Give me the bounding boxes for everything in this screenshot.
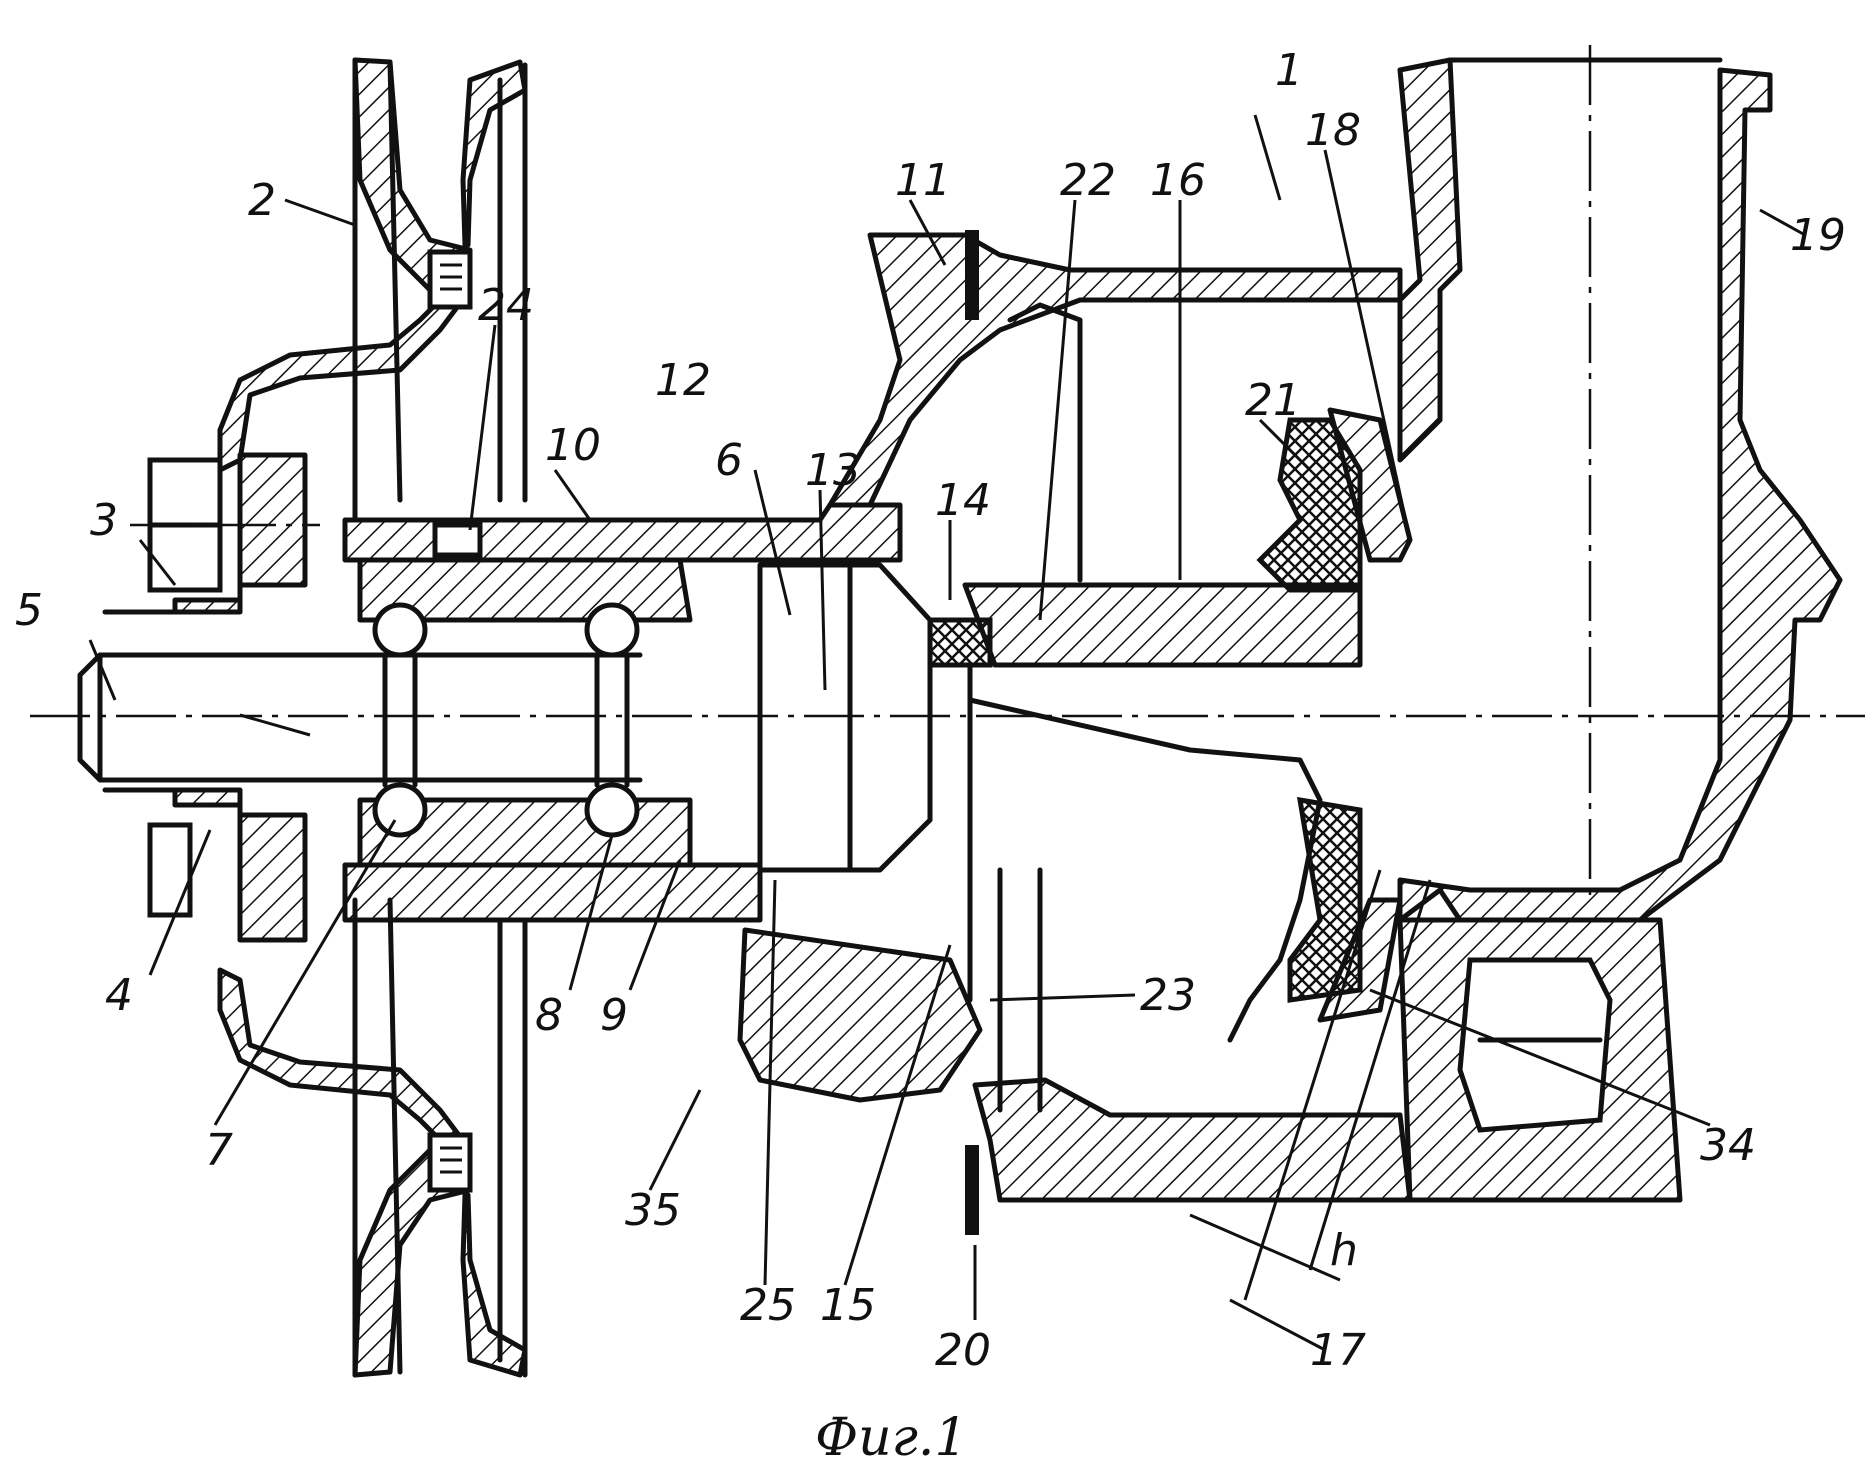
shaft [80, 655, 640, 780]
callout-11: 11 [895, 155, 951, 206]
callout-24: 24 [478, 280, 534, 331]
callout-19: 19 [1790, 210, 1846, 261]
callout-13: 13 [805, 445, 861, 496]
callout-1: 1 [1275, 45, 1303, 96]
callout-12: 12 [655, 355, 711, 406]
callout-8: 8 [535, 990, 563, 1041]
callout-18: 18 [1305, 105, 1361, 156]
callout-4: 4 [105, 970, 133, 1021]
callout-17: 17 [1310, 1325, 1366, 1376]
callout-23: 23 [1140, 970, 1196, 1021]
callout-2: 2 [248, 175, 276, 226]
callout-20: 20 [935, 1325, 991, 1376]
callout-7: 7 [205, 1125, 233, 1176]
callout-16: 16 [1150, 155, 1206, 206]
callout-6: 6 [715, 435, 743, 486]
callout-9: 9 [600, 990, 628, 1041]
callout-21: 21 [1245, 375, 1301, 426]
callout-3: 3 [90, 495, 118, 546]
callout-5: 5 [15, 585, 43, 636]
callout-34: 34 [1700, 1120, 1756, 1171]
callout-25: 25 [740, 1280, 796, 1331]
callout-22: 22 [1060, 155, 1116, 206]
bearing-housing [345, 505, 930, 920]
figure-caption: Фиг.1 [815, 1408, 968, 1468]
callout-h: h [1330, 1225, 1358, 1276]
pulley [220, 60, 525, 1375]
callout-15: 15 [820, 1280, 876, 1331]
callout-10: 10 [545, 420, 601, 471]
hub [105, 455, 320, 940]
callout-14: 14 [935, 475, 991, 526]
callout-35: 35 [625, 1185, 681, 1236]
